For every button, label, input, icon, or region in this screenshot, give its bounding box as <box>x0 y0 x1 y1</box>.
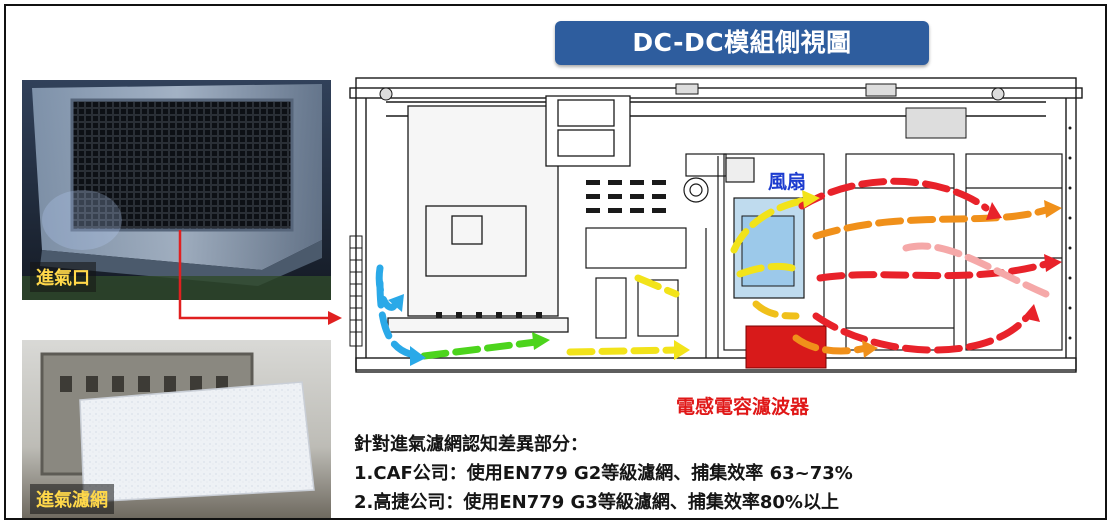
slide-frame <box>4 4 1107 520</box>
air-intake-label: 進氣口 <box>30 262 96 292</box>
intake-filter-image <box>22 340 331 518</box>
airflow-green <box>420 338 540 360</box>
airflow-blue-lower <box>376 279 414 358</box>
dcdc-side-view-drawing <box>349 77 1083 373</box>
airflow-yellow-floor <box>566 346 680 356</box>
airflow-orange-upper <box>812 206 1050 240</box>
notes-item-krtc: 2.高捷公司：使用EN779 G3等級濾網、捕集效率80%以上 <box>354 492 839 513</box>
intake-filter-photo <box>22 340 331 518</box>
intake-link-arrow <box>178 230 342 325</box>
airflow-pink <box>902 242 1050 298</box>
airflow-red-top <box>798 177 990 212</box>
airflow-yellow-fan-mid <box>736 262 796 278</box>
airflow-red-bottom <box>812 312 1030 354</box>
airflow-orange-bottom <box>792 334 870 355</box>
filter-notes: 針對進氣濾網認知差異部分： 1.CAF公司：使用EN779 G2等級濾網、捕集效… <box>354 430 853 517</box>
airflow-red-mid <box>816 260 1050 282</box>
airflow-yellow-fan-low <box>752 300 800 320</box>
notes-item-caf: 1.CAF公司：使用EN779 G2等級濾網、捕集效率 63~73% <box>354 463 853 484</box>
notes-heading: 針對進氣濾網認知差異部分： <box>354 434 588 455</box>
airflow-arrowheads <box>388 190 1062 366</box>
fan-callout: 風扇 <box>768 171 807 193</box>
airflow-yellow-fan-top <box>730 196 810 254</box>
airflow-yellow-mid <box>634 274 680 298</box>
diagram-title: DC-DC模組側視圖 <box>555 21 929 65</box>
intake-filter-label: 進氣濾網 <box>30 484 114 514</box>
lc-filter-callout: 電感電容濾波器 <box>676 396 810 418</box>
airflow-paths <box>375 177 1050 360</box>
